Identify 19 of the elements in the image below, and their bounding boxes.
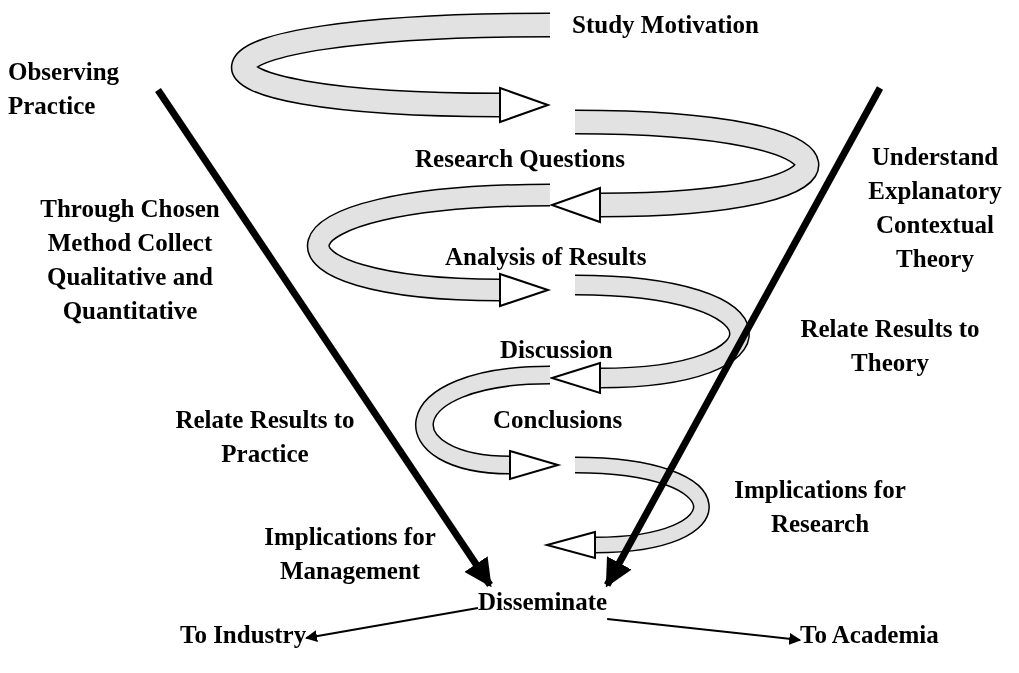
arrow <box>604 86 884 588</box>
stage-label: Research Questions <box>415 144 625 174</box>
stage-label: To Academia <box>800 618 939 652</box>
stage-label: Analysis of Results <box>445 242 647 272</box>
arrow <box>606 618 802 645</box>
stage-label: Conclusions <box>493 405 623 435</box>
stage-label: Through Chosen Method Collect Qualitative and Quantitative <box>39 194 221 326</box>
stage-label: Implications for Management <box>263 522 437 586</box>
stage-label: Understand Explanatory Contextual Theory <box>867 142 1003 274</box>
stage-label: Relate Results to Practice <box>174 405 356 469</box>
stage-label: Study Motivation <box>572 10 759 40</box>
arrow <box>155 88 493 588</box>
stage-label: Disseminate <box>478 585 608 619</box>
stage-label: Implications for Research <box>733 475 907 539</box>
stage-label: Relate Results to Theory <box>799 314 981 378</box>
stage-label: Observing Practice <box>8 55 158 123</box>
stage-label: Discussion <box>500 335 613 365</box>
arrow <box>305 607 479 643</box>
stage-label: To Industry <box>180 618 307 652</box>
